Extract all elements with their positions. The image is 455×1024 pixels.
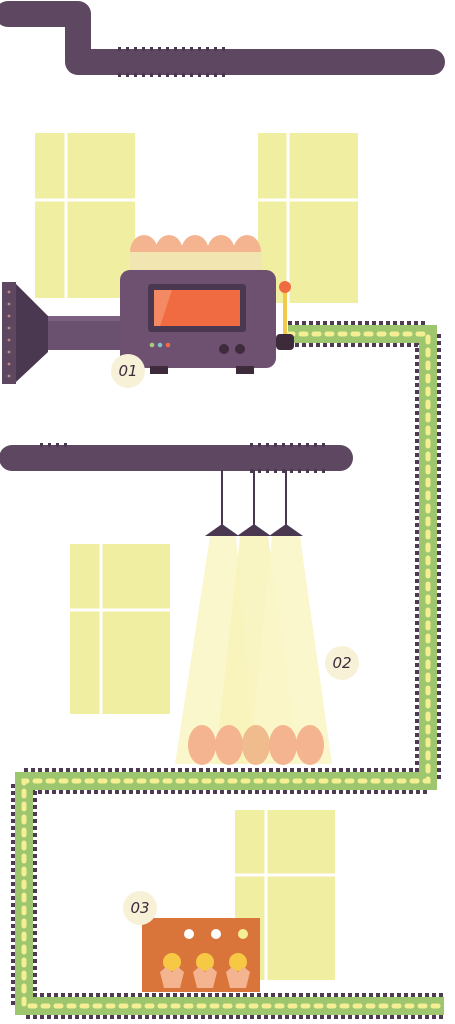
lamp-icon	[237, 470, 271, 536]
intake-funnel	[2, 282, 126, 384]
egg-icon	[242, 725, 270, 765]
step-label-2: 02	[325, 646, 359, 680]
egg-icon	[296, 725, 324, 765]
step-label-3-text: 03	[130, 899, 149, 917]
incubator-machine	[120, 270, 294, 374]
chick-icon	[160, 953, 184, 988]
eggs-under-lamps	[188, 725, 324, 765]
conveyor-belt	[11, 321, 447, 1019]
lamp-icon	[269, 470, 303, 536]
egg-icon	[269, 725, 297, 765]
step-label-3: 03	[123, 891, 157, 925]
chick-crate	[142, 918, 260, 992]
egg-icon	[215, 725, 243, 765]
window-2	[258, 133, 358, 303]
top-pipe	[0, 1, 445, 77]
step-label-1-text: 01	[118, 362, 137, 380]
window-3	[70, 544, 170, 714]
step-label-2-text: 02	[332, 654, 351, 672]
window-1	[35, 133, 135, 298]
egg-icon	[188, 725, 216, 765]
step-label-1: 01	[111, 354, 145, 388]
lamp-icon	[205, 470, 239, 536]
chick-icon	[193, 953, 217, 988]
lever-icon	[279, 281, 291, 334]
light-beams	[175, 536, 332, 764]
middle-pipe	[0, 443, 353, 473]
chick-icon	[226, 953, 250, 988]
eggs-on-machine	[130, 235, 262, 270]
